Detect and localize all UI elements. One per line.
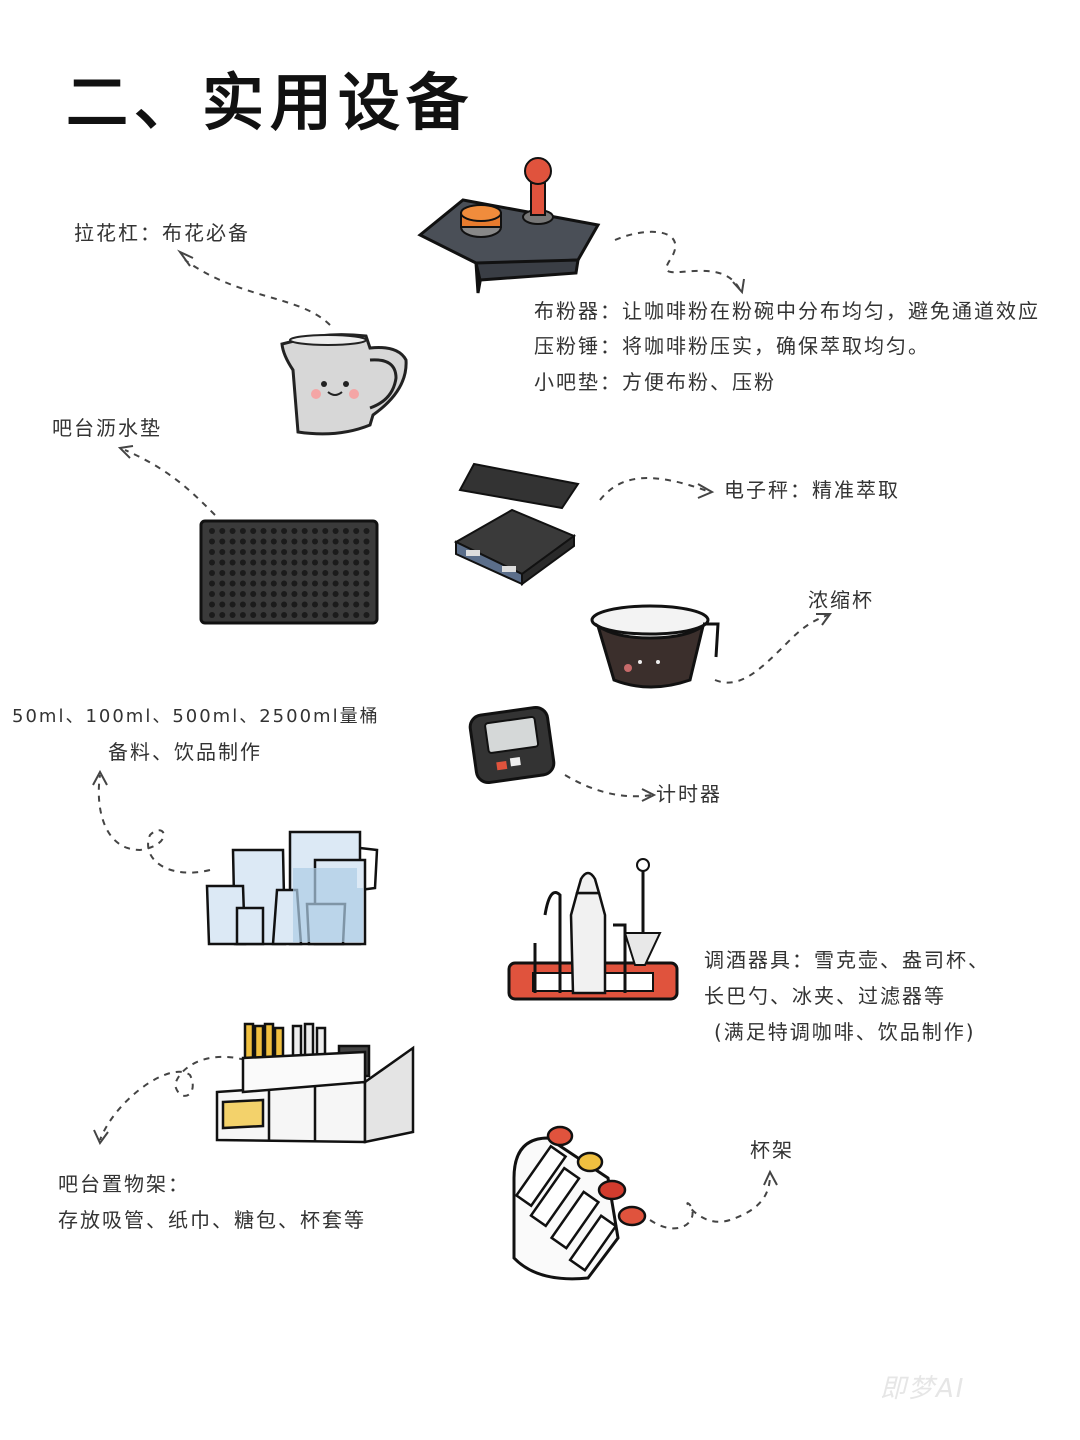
milk-pitcher-icon xyxy=(280,333,408,436)
shot-glass-icon xyxy=(590,604,720,689)
bar-tools-icon xyxy=(507,858,679,1001)
drain-mat-label: 吧台沥水垫 xyxy=(52,416,162,440)
bar-tools-label-line1: 调酒器具：雪克壶、盎司杯、 xyxy=(704,948,990,972)
cylinders-label-line2: 备料、饮品制作 xyxy=(108,740,262,764)
caddy-label-line2: 存放吸管、纸巾、糖包、杯套等 xyxy=(58,1208,366,1232)
watermark: 即梦AI xyxy=(880,1374,966,1404)
scale-label: 电子秤：精准萃取 xyxy=(724,478,900,502)
bar-tools-label-line3: (满足特调咖啡、饮品制作) xyxy=(714,1020,976,1044)
bar-tools-label-line2: 长巴勺、冰夹、过滤器等 xyxy=(704,984,946,1008)
page-title: 二、实用设备 xyxy=(66,66,475,139)
pitcher-label: 拉花杠：布花必备 xyxy=(74,221,250,245)
caddy-label-line1: 吧台置物架： xyxy=(58,1172,190,1196)
cylinders-label-line1: 50ml、100ml、500ml、2500ml量桶 xyxy=(12,706,380,727)
timer-label: 计时器 xyxy=(656,782,722,806)
tamper-label: 压粉锤：将咖啡粉压实，确保萃取均匀。 xyxy=(534,334,930,358)
distributor-label: 布粉器：让咖啡粉在粉碗中分布均匀，避免通道效应 xyxy=(534,299,1040,323)
cup-rack-label: 杯架 xyxy=(750,1138,794,1162)
cup-rack-icon xyxy=(512,1125,647,1281)
caddy-icon xyxy=(215,1022,415,1144)
mat-label: 小吧垫：方便布粉、压粉 xyxy=(534,370,776,394)
tamper-station-icon xyxy=(417,157,601,294)
shot-glass-label: 浓缩杯 xyxy=(808,588,874,612)
measuring-cylinders-icon xyxy=(205,830,379,946)
scale-icon xyxy=(453,462,580,586)
drain-mat-icon xyxy=(199,519,379,625)
timer-icon xyxy=(468,705,556,785)
